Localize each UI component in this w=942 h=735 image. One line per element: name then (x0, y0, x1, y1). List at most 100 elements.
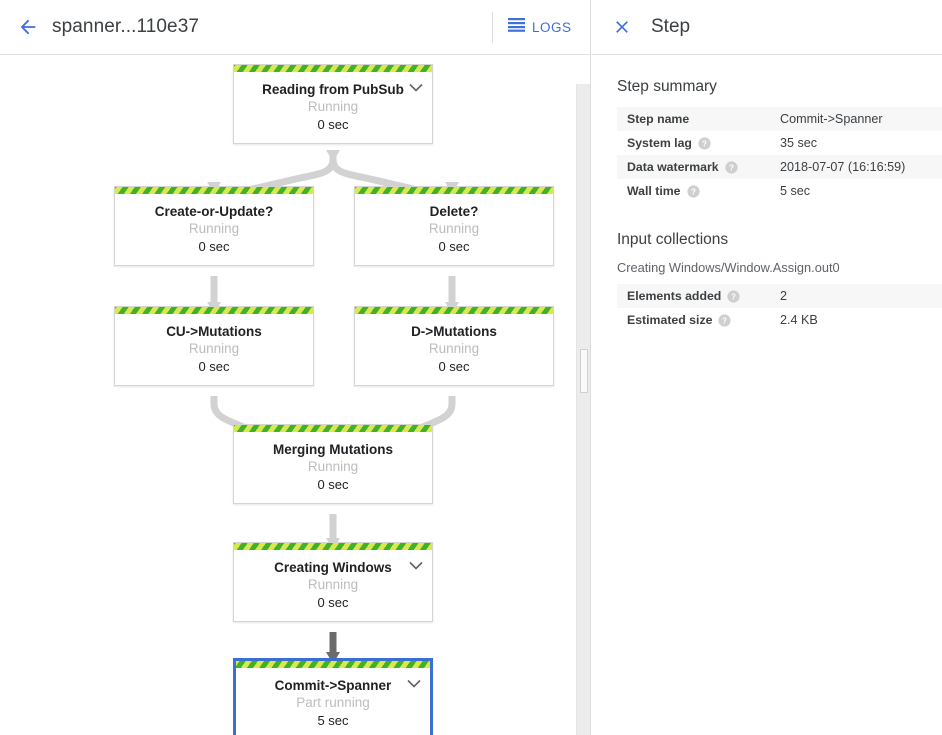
scrollbar-thumb[interactable] (580, 349, 588, 393)
table-row: Wall time?5 sec (617, 179, 942, 203)
job-graph-pane: spanner...110e37 LOGS (0, 0, 591, 735)
chevron-down-icon[interactable] (409, 558, 423, 570)
help-icon[interactable]: ? (727, 289, 740, 303)
logs-button-label: LOGS (532, 19, 572, 35)
help-icon[interactable]: ? (725, 160, 738, 174)
graph-node-create-or-update[interactable]: Create-or-Update? Running 0 sec (114, 186, 314, 266)
arrow-back-icon[interactable] (12, 11, 44, 43)
svg-text:?: ? (691, 187, 696, 196)
node-time: 0 sec (438, 239, 470, 254)
input-collections-heading: Input collections (617, 231, 729, 248)
row-value: Commit->Spanner (780, 112, 883, 126)
table-row: System lag?35 sec (617, 131, 942, 155)
svg-text:?: ? (722, 316, 727, 325)
node-title: Commit->Spanner (274, 678, 392, 693)
node-status: Running (307, 577, 359, 592)
close-icon[interactable] (607, 12, 637, 42)
toolbar-divider (492, 12, 493, 43)
help-icon[interactable]: ? (727, 289, 740, 303)
node-title: Create-or-Update? (154, 204, 274, 219)
logs-list-icon (508, 17, 525, 37)
table-row: Estimated size?2.4 KB (617, 308, 942, 332)
chevron-down-icon[interactable] (409, 80, 423, 92)
table-row: Data watermark?2018-07-07 (16:16:59) (617, 155, 942, 179)
help-icon[interactable]: ? (718, 313, 732, 327)
help-icon[interactable]: ? (698, 136, 711, 150)
row-key: Estimated size? (617, 313, 780, 327)
node-time: 0 sec (317, 477, 349, 492)
panel-title: Step (651, 16, 691, 37)
row-value: 2018-07-07 (16:16:59) (780, 160, 906, 174)
node-time: 0 sec (198, 359, 230, 374)
svg-text:?: ? (729, 163, 734, 172)
node-status: Running (428, 221, 480, 236)
node-title: Merging Mutations (273, 442, 393, 457)
node-title: Creating Windows (274, 560, 392, 575)
node-time: 5 sec (317, 713, 349, 728)
row-key: Data watermark? (617, 160, 780, 174)
row-key-label: Estimated size (627, 313, 713, 327)
help-icon[interactable]: ? (686, 184, 700, 198)
logs-button[interactable]: LOGS (508, 13, 572, 41)
input-collection-name: Creating Windows/Window.Assign.out0 (617, 260, 840, 275)
table-row: Elements added?2 (617, 284, 942, 308)
graph-edges (207, 150, 459, 664)
help-icon[interactable]: ? (686, 184, 700, 198)
graph-vertical-scrollbar[interactable] (576, 84, 590, 735)
svg-text:?: ? (731, 292, 736, 301)
row-key-label: Step name (627, 112, 690, 126)
node-status-bar (355, 307, 553, 314)
svg-text:?: ? (702, 139, 707, 148)
row-value: 2 (780, 289, 788, 303)
node-status: Running (188, 221, 240, 236)
row-key: System lag? (617, 136, 780, 150)
row-key-label: Wall time (627, 184, 681, 198)
node-status-bar (115, 307, 313, 314)
node-status: Running (307, 99, 359, 114)
node-status: Part running (296, 695, 370, 710)
node-time: 0 sec (317, 117, 349, 132)
node-title: Reading from PubSub (262, 82, 404, 97)
node-status-bar (234, 65, 432, 72)
node-status-bar (355, 187, 553, 194)
node-title: D->Mutations (411, 324, 497, 339)
help-icon[interactable]: ? (698, 136, 711, 150)
node-body: Create-or-Update? Running 0 sec (115, 194, 313, 265)
node-status: Running (307, 459, 359, 474)
node-time: 0 sec (198, 239, 230, 254)
row-value: 2.4 KB (780, 313, 818, 327)
row-key: Wall time? (617, 184, 780, 198)
node-status: Running (188, 341, 240, 356)
row-key: Step name (617, 112, 780, 126)
node-title: CU->Mutations (166, 324, 262, 339)
row-key: Elements added? (617, 289, 780, 303)
node-status-bar (236, 661, 430, 668)
node-status-bar (234, 543, 432, 550)
chevron-down-icon[interactable] (407, 676, 421, 688)
help-icon[interactable]: ? (718, 313, 732, 327)
help-icon[interactable]: ? (725, 160, 738, 174)
row-value: 35 sec (780, 136, 818, 150)
node-status: Running (428, 341, 480, 356)
row-key-label: System lag (627, 136, 692, 150)
